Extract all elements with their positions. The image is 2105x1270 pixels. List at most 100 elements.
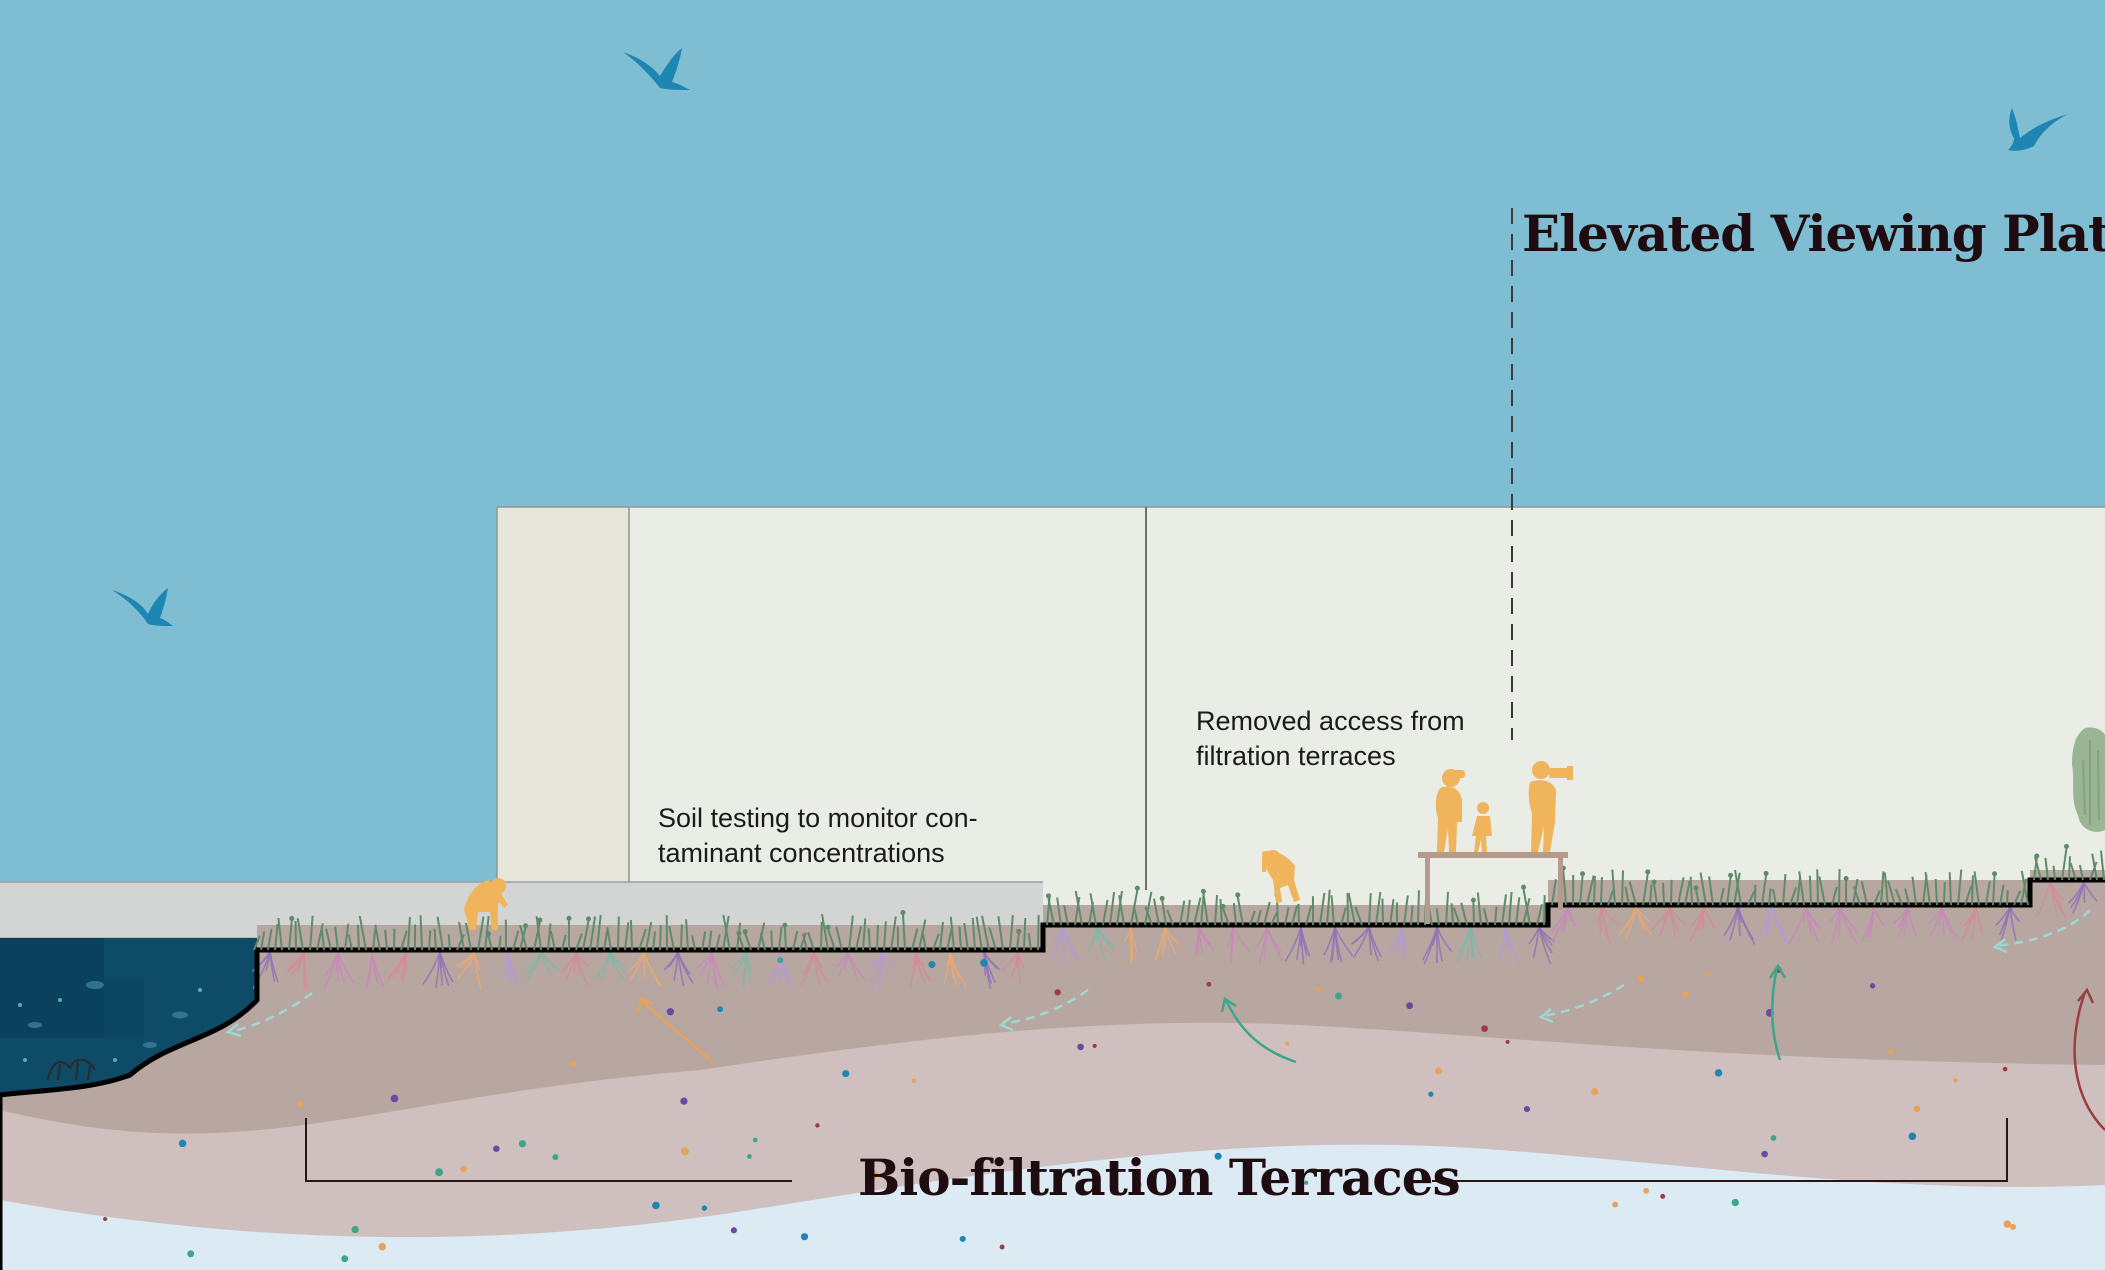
- seed-head: [1200, 888, 1206, 894]
- grass-blade: [1695, 889, 1700, 906]
- grass-blade: [277, 917, 283, 951]
- grass-blade: [1263, 901, 1271, 926]
- nutrient-dot: [752, 1137, 758, 1143]
- root-strand: [1062, 926, 1066, 964]
- grass-blade: [1662, 882, 1665, 906]
- root-strand: [779, 951, 789, 981]
- nutrient-dot: [297, 1100, 304, 1108]
- nutrient-dot: [1206, 981, 1212, 987]
- nutrient-dot: [1731, 1198, 1739, 1207]
- grass-blade: [911, 928, 919, 951]
- nutrient-dot: [1434, 1067, 1442, 1075]
- nutrient-dot: [178, 1139, 187, 1148]
- grass-blade: [1144, 891, 1153, 926]
- root-strand: [1334, 926, 1343, 963]
- grass-blade: [691, 935, 696, 951]
- grass-blade: [1733, 872, 1741, 906]
- grass-blade: [2013, 890, 2022, 906]
- root-strand: [2083, 881, 2098, 902]
- grass-blade: [1873, 890, 1881, 906]
- grass-blade: [1482, 908, 1489, 926]
- grass-blade: [1818, 876, 1826, 906]
- grass-blade: [498, 935, 502, 951]
- grass-blade: [2091, 853, 2098, 881]
- root-strand: [1549, 906, 1569, 945]
- grass-blade: [372, 928, 377, 951]
- root-strand: [1975, 906, 1984, 935]
- grass-blade: [792, 930, 799, 951]
- root-strand: [392, 951, 407, 979]
- grass-blade: [1911, 876, 1917, 906]
- root-strand: [1892, 906, 1909, 925]
- grass-blade: [890, 916, 897, 951]
- grass-blade: [1214, 894, 1219, 926]
- grass-blade: [1435, 908, 1440, 926]
- grass-blade: [1607, 890, 1615, 906]
- nutrient-dot: [680, 1147, 689, 1156]
- grass-blade: [778, 926, 783, 951]
- grass-blade: [1354, 906, 1363, 926]
- grass-blade: [1768, 888, 1772, 906]
- nutrient-dot: [1660, 1193, 1666, 1199]
- root-strand: [541, 951, 560, 972]
- grass-blade: [1985, 881, 1991, 906]
- grass-blade: [685, 919, 689, 951]
- grass-blade: [1670, 879, 1673, 906]
- grass-blade: [487, 935, 493, 951]
- soil-testing-line-1: Soil testing to monitor con-: [658, 803, 978, 833]
- grass-blade: [547, 923, 552, 951]
- seed-head: [1235, 892, 1241, 898]
- grass-blade: [1319, 892, 1326, 926]
- root-strand: [1907, 906, 1917, 937]
- flow-arrows: [225, 909, 2105, 1131]
- grass-blade: [2078, 864, 2084, 881]
- grass-blade: [1515, 897, 1521, 926]
- grass-blade: [1221, 907, 1230, 926]
- grass-blade: [1161, 900, 1167, 926]
- person-child: [1472, 802, 1492, 852]
- nutrient-dot: [1643, 1187, 1650, 1194]
- root-strand: [1960, 906, 1977, 942]
- nutrient-dot: [1481, 1025, 1488, 1032]
- root-strand: [1470, 926, 1475, 963]
- nutrient-dot: [390, 1094, 399, 1103]
- grass-blade: [1118, 895, 1125, 926]
- grass-blade: [1838, 869, 1841, 906]
- root-strand: [1001, 951, 1019, 972]
- nutrient-dot: [1869, 983, 1876, 989]
- grass-blade: [1074, 896, 1081, 926]
- root-strand: [844, 951, 849, 972]
- nutrient-dot: [435, 1168, 444, 1177]
- nutrient-dot: [777, 957, 784, 964]
- seed-head: [1159, 895, 1165, 901]
- grass-blade: [1347, 892, 1356, 926]
- grass-blade: [447, 934, 451, 951]
- grass-blade: [722, 914, 731, 951]
- grass-blade: [827, 928, 836, 951]
- root-strand: [1703, 906, 1716, 929]
- grass-blade: [1297, 903, 1300, 926]
- grass-blade: [1904, 888, 1910, 906]
- grass-blade: [1924, 871, 1931, 906]
- seed-head: [782, 922, 788, 928]
- terrace-edge: [0, 877, 2105, 1270]
- seed-head: [2063, 843, 2069, 849]
- grass-blade: [1330, 895, 1335, 926]
- nutrient-dot: [1134, 1181, 1142, 1189]
- grass-blade: [1789, 887, 1797, 906]
- root-strand: [1164, 926, 1180, 945]
- grass-blade: [2020, 870, 2029, 906]
- grass-blade: [1562, 869, 1567, 906]
- root-strand: [1599, 906, 1603, 935]
- grass-blade: [1747, 889, 1756, 906]
- heading-brackets: [305, 208, 2008, 1182]
- grass-blade: [624, 922, 630, 951]
- grass-blade: [759, 932, 766, 951]
- grass-blade: [1074, 890, 1083, 926]
- grass-blade: [1734, 869, 1742, 906]
- root-strand: [1062, 926, 1081, 962]
- root-strand: [335, 951, 339, 973]
- root-strand: [1805, 906, 1818, 927]
- grass-blade: [1236, 896, 1244, 926]
- nutrient-dot: [1682, 990, 1689, 998]
